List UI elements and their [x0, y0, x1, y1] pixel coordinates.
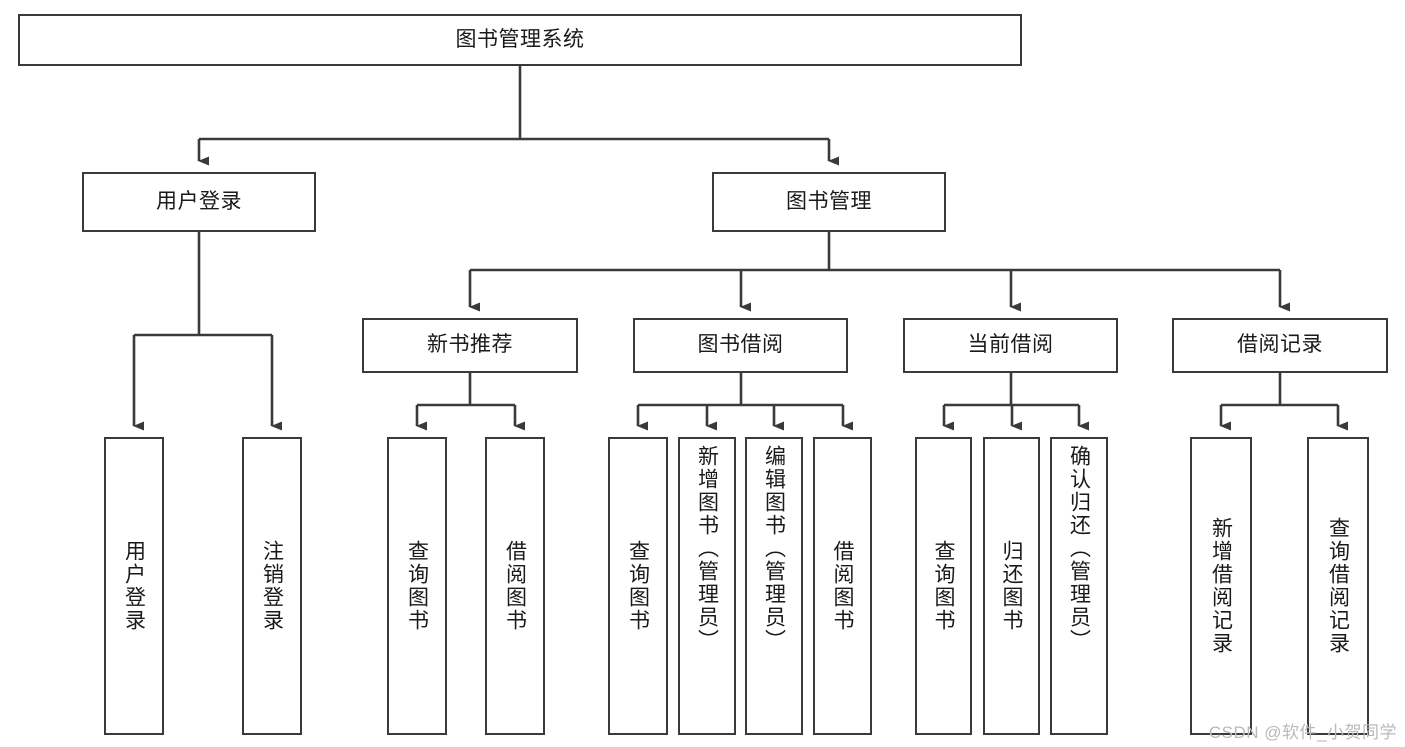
- node-root[interactable]: 图书管理系统: [18, 14, 1022, 66]
- node-leaf_query_book_2[interactable]: 查询图书: [608, 437, 668, 735]
- node-label-leaf_query_record: 查询借阅记录: [1326, 517, 1350, 655]
- node-label-new_book_rec: 新书推荐: [427, 333, 513, 357]
- node-user_login[interactable]: 用户登录: [82, 172, 316, 232]
- node-label-leaf_edit_book: 编辑图书（管理员）: [762, 445, 786, 652]
- node-label-leaf_user_login: 用户登录: [122, 540, 146, 632]
- node-label-borrow_record: 借阅记录: [1237, 333, 1323, 357]
- node-leaf_edit_book[interactable]: 编辑图书（管理员）: [745, 437, 803, 735]
- node-leaf_query_book_3[interactable]: 查询图书: [915, 437, 972, 735]
- node-label-leaf_query_book_2: 查询图书: [626, 540, 650, 632]
- node-current_borrow[interactable]: 当前借阅: [903, 318, 1118, 373]
- node-new_book_rec[interactable]: 新书推荐: [362, 318, 578, 373]
- node-label-user_login: 用户登录: [156, 189, 242, 213]
- node-label-current_borrow: 当前借阅: [967, 333, 1054, 357]
- node-leaf_confirm_return[interactable]: 确认归还（管理员）: [1050, 437, 1108, 735]
- node-label-root: 图书管理系统: [455, 27, 585, 51]
- node-label-leaf_add_book: 新增图书（管理员）: [695, 445, 719, 652]
- node-label-leaf_query_book_1: 查询图书: [405, 540, 429, 632]
- node-borrow_record[interactable]: 借阅记录: [1172, 318, 1388, 373]
- node-label-leaf_query_book_3: 查询图书: [932, 540, 955, 632]
- watermark-label: CSDN @软件_小贺同学: [1208, 723, 1397, 742]
- node-leaf_logout[interactable]: 注销登录: [242, 437, 302, 735]
- node-label-leaf_logout: 注销登录: [260, 540, 284, 632]
- node-label-leaf_confirm_return: 确认归还（管理员）: [1067, 445, 1091, 652]
- node-leaf_borrow_book_2[interactable]: 借阅图书: [813, 437, 872, 735]
- node-leaf_query_record[interactable]: 查询借阅记录: [1307, 437, 1369, 735]
- node-label-leaf_borrow_book_1: 借阅图书: [503, 540, 527, 632]
- node-book_borrow[interactable]: 图书借阅: [633, 318, 848, 373]
- node-leaf_query_book_1[interactable]: 查询图书: [387, 437, 447, 735]
- node-leaf_borrow_book_1[interactable]: 借阅图书: [485, 437, 545, 735]
- node-label-leaf_add_record: 新增借阅记录: [1209, 517, 1233, 655]
- node-leaf_return_book[interactable]: 归还图书: [983, 437, 1040, 735]
- node-leaf_add_book[interactable]: 新增图书（管理员）: [678, 437, 736, 735]
- node-leaf_add_record[interactable]: 新增借阅记录: [1190, 437, 1252, 735]
- node-label-book_borrow: 图书借阅: [697, 333, 784, 357]
- node-leaf_user_login[interactable]: 用户登录: [104, 437, 164, 735]
- node-book_mgmt[interactable]: 图书管理: [712, 172, 946, 232]
- node-label-leaf_return_book: 归还图书: [1000, 540, 1023, 632]
- node-label-book_mgmt: 图书管理: [786, 189, 872, 213]
- node-label-leaf_borrow_book_2: 借阅图书: [831, 540, 854, 632]
